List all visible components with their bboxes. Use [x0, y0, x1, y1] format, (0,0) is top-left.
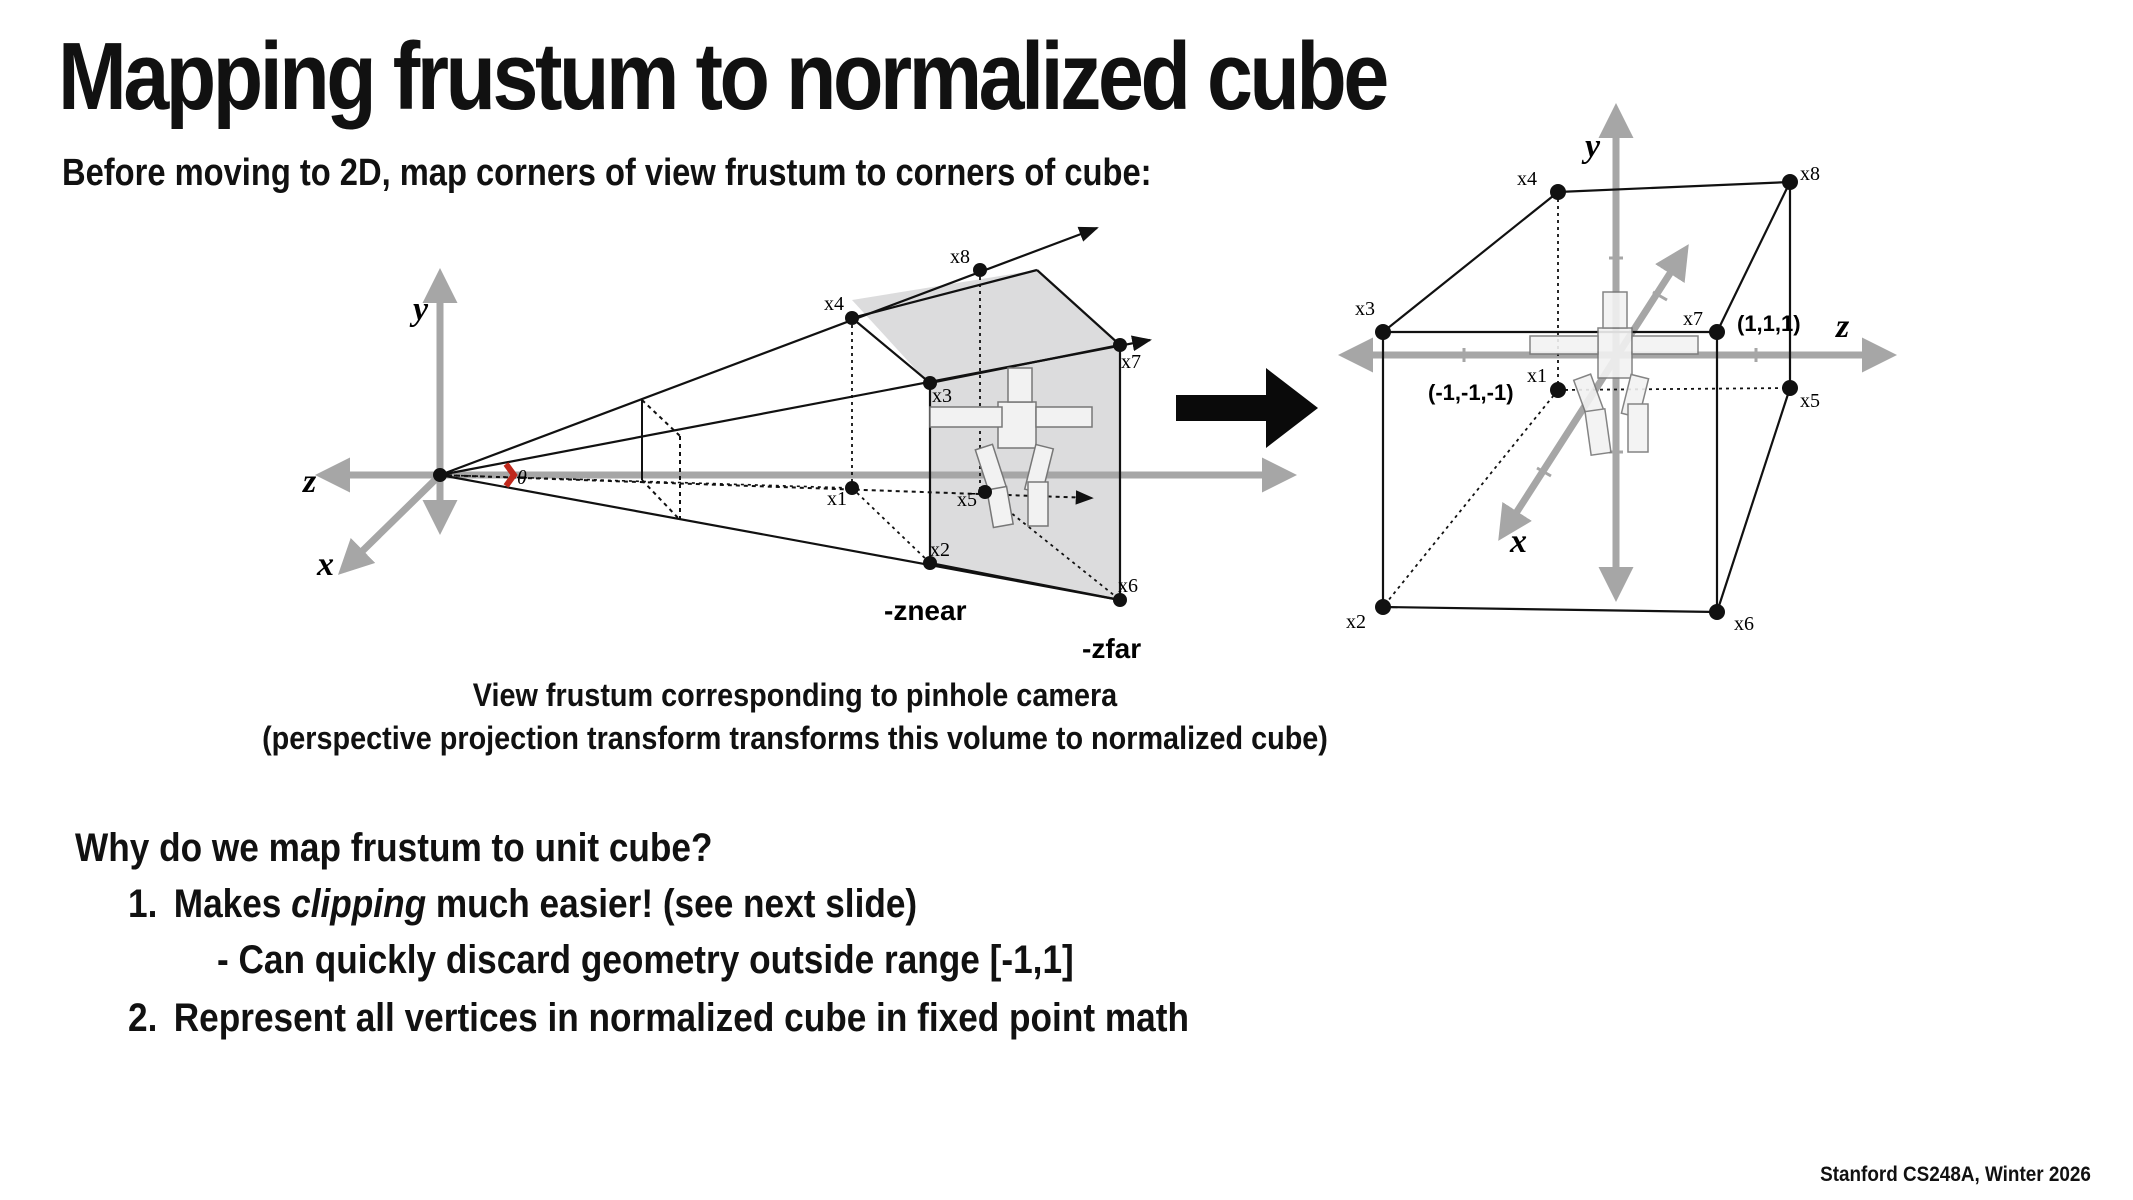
vertex-x8: [973, 263, 987, 277]
cube-vertex-x6: [1709, 604, 1725, 620]
vertex-x3: [923, 376, 937, 390]
cube-vertices: [1375, 174, 1798, 620]
znear-label: -znear: [884, 595, 967, 626]
y-axis-label: y: [409, 291, 429, 328]
figure-caption-line1: View frustum corresponding to pinhole ca…: [472, 677, 1118, 713]
axis-ticks: [1462, 256, 1758, 478]
cube-vertex-x5: [1782, 380, 1798, 396]
cube-label-x4: x4: [1517, 168, 1537, 190]
slide-title: Mapping frustum to normalized cube: [58, 23, 1389, 130]
vertex-x1: [845, 481, 859, 495]
near-plane-outline: [641, 399, 681, 521]
cube-label-x8: x8: [1800, 163, 1820, 185]
zfar-label: -zfar: [1082, 633, 1141, 664]
cube-hidden-edges: [1382, 192, 1791, 608]
label-x6: x6: [1118, 575, 1138, 597]
x-axis-label: x: [316, 546, 334, 583]
cube-x-label: x: [1509, 523, 1527, 560]
vertex-x6: [1113, 593, 1127, 607]
robot-figure-left: [929, 367, 1093, 529]
cube-vertex-x7: [1709, 324, 1725, 340]
min-corner-label: (-1,-1,-1): [1428, 380, 1514, 405]
vertex-x4: [845, 311, 859, 325]
frustum-box-edges: [851, 268, 1122, 602]
figure-caption-line2: (perspective projection transform transf…: [262, 720, 1328, 756]
footer-credit: Stanford CS248A, Winter 2026: [1820, 1163, 2091, 1186]
list-item-2: 2. Represent all vertices in normalized c…: [128, 996, 1189, 1041]
label-x5: x5: [957, 489, 977, 511]
label-x8: x8: [950, 246, 970, 268]
cube-edges: [1381, 180, 1792, 614]
z-axis-label: z: [302, 463, 317, 500]
theta-label: θ: [517, 467, 527, 489]
label-x4: x4: [824, 293, 844, 315]
cube-label-x6: x6: [1734, 613, 1754, 635]
ray-x1: [439, 474, 853, 489]
frustum-vertices: [433, 263, 1127, 607]
item1-post: much easier! (see next slide): [426, 882, 918, 926]
cube-label-x3: x3: [1355, 298, 1375, 320]
cube-label-x1: x1: [1527, 365, 1547, 387]
cube-vertex-x8: [1782, 174, 1798, 190]
cube-y-label: y: [1581, 128, 1601, 165]
label-x1: x1: [827, 488, 847, 510]
cube-vertex-x1: [1550, 382, 1566, 398]
list-item-1: 1. Makes clipping much easier! (see next …: [128, 882, 917, 927]
cube-label-x5: x5: [1800, 390, 1820, 412]
label-x3: x3: [932, 385, 952, 407]
x-axis: [337, 472, 443, 575]
list-subitem-1: - Can quickly discard geometry outside r…: [217, 938, 1074, 982]
why-question: Why do we map frustum to unit cube?: [75, 826, 713, 870]
vertex-x2: [923, 556, 937, 570]
label-x7: x7: [1121, 351, 1141, 373]
label-x2: x2: [930, 539, 950, 561]
theta-arc: [503, 462, 518, 488]
cube-vertex-x4: [1550, 184, 1566, 200]
vertex-x5: [978, 485, 992, 499]
item2-text: Represent all vertices in normalized cub…: [173, 996, 1189, 1040]
origin-point: [433, 468, 447, 482]
slide-subtitle: Before moving to 2D, map corners of view…: [62, 152, 1152, 194]
cube-diagram: y z x x4 x8 x3 x7 x1 x5 x2 x6 (1,1,1) (-…: [1338, 103, 1897, 635]
item1-emphasis: clipping: [291, 882, 427, 926]
cube-label-x2: x2: [1346, 611, 1366, 633]
cube-vertex-x2: [1375, 599, 1391, 615]
max-corner-label: (1,1,1): [1737, 311, 1801, 336]
list-number-1: 1.: [128, 882, 158, 926]
frustum-diagram: θ y z x x4 x8 x3 x7 x1 x5 x2 x6 -znear -…: [302, 226, 1297, 664]
transform-arrow: [1176, 368, 1318, 448]
cube-vertex-x3: [1375, 324, 1391, 340]
item1-pre: Makes: [173, 882, 292, 926]
cube-label-x7: x7: [1683, 308, 1703, 330]
ray-x6: [439, 473, 1121, 602]
ray-x8: [439, 226, 1099, 477]
vertex-x7: [1113, 338, 1127, 352]
cube-z-label: z: [1835, 308, 1850, 345]
robot-figure-right: [1529, 291, 1699, 457]
far-plane-fill: [852, 270, 1120, 600]
list-number-2: 2.: [128, 996, 158, 1040]
